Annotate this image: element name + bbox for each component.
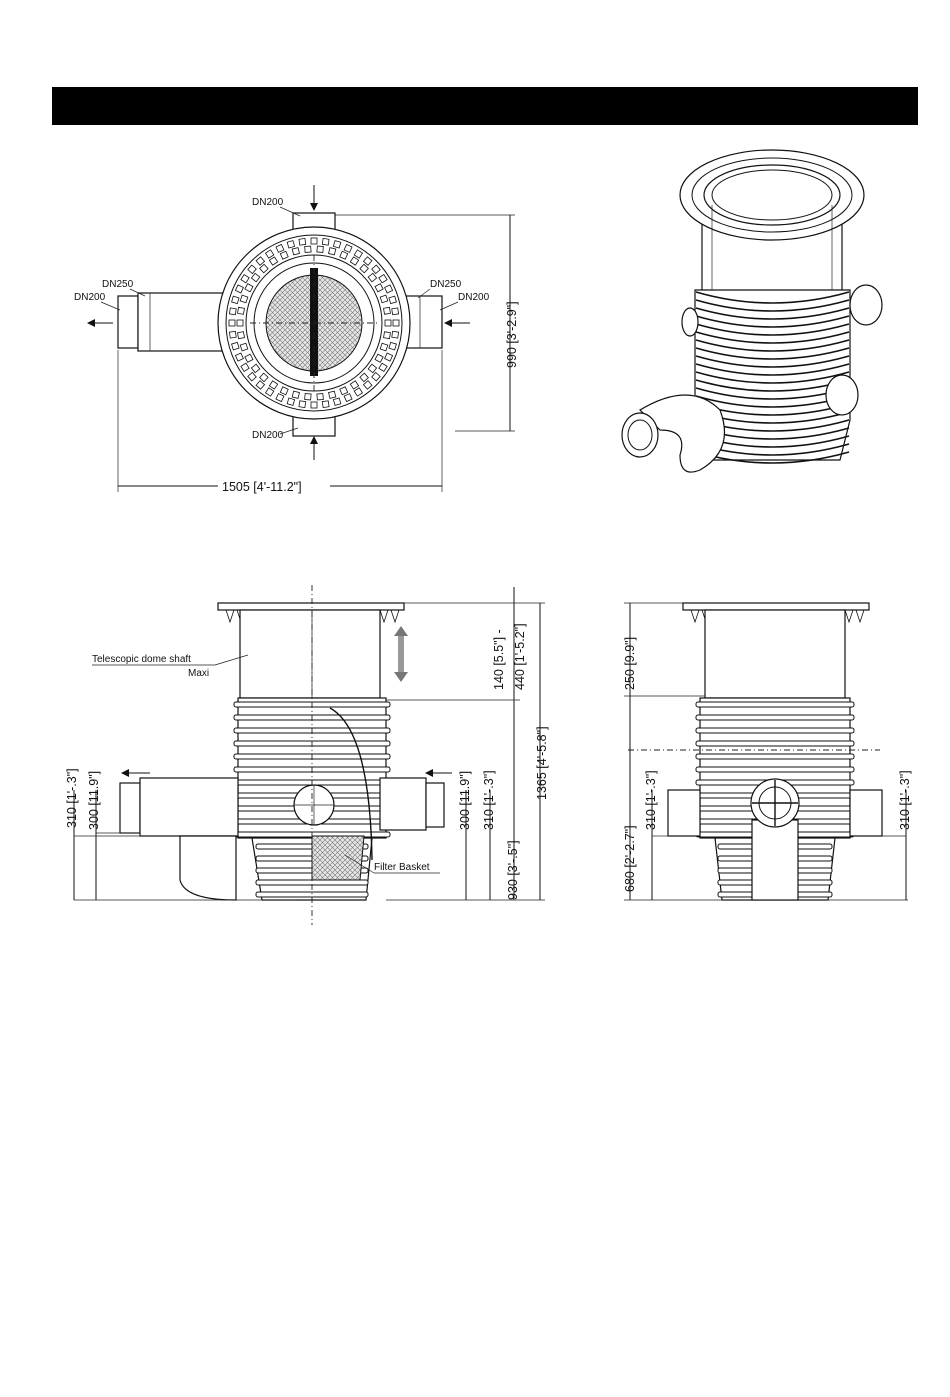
grate-slot (292, 248, 299, 255)
label-dn200-bottom: DN200 (252, 430, 284, 441)
grate-tooth (856, 610, 864, 622)
body-rib (696, 741, 854, 746)
side-section-view: Telescopic dome shaft Maxi Filter Basket… (65, 585, 549, 925)
front-shaft (705, 610, 845, 698)
dim-front-250: 250 [9.9"] (623, 637, 637, 690)
grate-tooth (691, 610, 699, 622)
grate-slot (229, 308, 236, 315)
side-outlet-elbow (180, 836, 236, 900)
dim-1505: 1505 [4'-11.2"] (222, 480, 302, 494)
grate-slot (385, 320, 391, 326)
dim-total: 1365 [4'-5.8"] (535, 726, 549, 800)
filter-basket (312, 836, 364, 880)
side-grate (218, 603, 404, 610)
dim-shaft-range-a: 140 [5.5"] - (492, 629, 506, 690)
front-pipe-right (850, 790, 882, 836)
grate-slot (329, 248, 336, 255)
dim-990: 990 [3'-2.9"] (505, 301, 519, 368)
body-rib (696, 767, 854, 772)
grate-slot (333, 398, 340, 405)
iso-spigot-right-bottom (826, 375, 858, 415)
front-elbow (752, 820, 798, 900)
grate-slot (299, 401, 306, 408)
grate-slot (389, 296, 396, 303)
dim-right-310: 310 [1'-.3"] (482, 770, 496, 830)
dim-shaft-range-b: 440 [1'-5.2"] (513, 623, 527, 690)
dim-front-right-310: 310 [1'-.3"] (898, 770, 912, 830)
body-rib (696, 728, 854, 733)
grate-slot (229, 331, 236, 338)
grate-slot (237, 320, 243, 326)
grate-tooth (845, 610, 853, 622)
label-dn200-top: DN200 (252, 197, 284, 208)
dim-left-300: 300 [11.9"] (87, 771, 101, 830)
grate-slot (317, 246, 323, 252)
body-rib (256, 892, 368, 897)
grate-tooth (391, 610, 399, 622)
pipe-left-dn200 (118, 296, 138, 348)
dim-front-left-310: 310 [1'-.3"] (644, 770, 658, 830)
grate-slot (380, 295, 388, 303)
label-dn200-left: DN200 (74, 292, 106, 303)
grate-slot (380, 343, 388, 351)
telescopic-shaft (240, 610, 380, 698)
grate-slot (232, 296, 239, 303)
grate-slot (333, 241, 340, 248)
grate-slot (240, 343, 248, 351)
label-telescopic-shaft: Telescopic dome shaft (92, 654, 191, 665)
grate-slot (305, 246, 311, 252)
grate-slot (238, 332, 245, 339)
grate-slot (232, 342, 239, 349)
label-maxi: Maxi (188, 668, 209, 679)
pipe-left-dn250 (138, 293, 223, 351)
grate-slot (229, 320, 235, 326)
grate-slot (287, 398, 294, 405)
front-grate (683, 603, 869, 610)
grate-slot (392, 331, 399, 338)
grate-slot (305, 394, 311, 400)
grate-tooth (380, 610, 388, 622)
grate-slot (238, 307, 245, 314)
grate-slot (393, 320, 399, 326)
side-outlet-pipe (140, 778, 238, 836)
label-dn200-right: DN200 (458, 292, 490, 303)
body-rib (696, 702, 854, 707)
front-view: 250 [9.9"] 680 [2'-2.7"] 310 [1'-.3"] 31… (623, 603, 912, 900)
grate-slot (389, 342, 396, 349)
grate-slot (384, 307, 391, 314)
telescope-arrow (398, 636, 404, 672)
grate-slot (311, 238, 317, 244)
grate-slot (322, 401, 329, 408)
body-rib (696, 715, 854, 720)
iso-spigot-right-top (850, 285, 882, 325)
dim-right-300: 300 [11.9"] (458, 771, 472, 830)
grate-tooth (226, 610, 234, 622)
grate-slot (329, 391, 336, 398)
label-dn250-left: DN250 (102, 279, 134, 290)
grate-slot (311, 402, 317, 408)
grate-slot (292, 391, 299, 398)
side-inlet-pipe (380, 778, 426, 830)
grate-slot (384, 332, 391, 339)
front-pipe-left (668, 790, 700, 836)
grate-slot (240, 295, 248, 303)
label-filter-basket: Filter Basket (374, 862, 430, 873)
grate-slot (287, 241, 294, 248)
label-dn250-right: DN250 (430, 279, 462, 290)
grate-slot (392, 308, 399, 315)
grate-slot (299, 238, 306, 245)
grate-slot (317, 394, 323, 400)
top-view: DN200 DN250 DN200 DN250 DN200 DN200 990 … (74, 185, 519, 494)
dim-right-930: 930 [3'-.5"] (506, 840, 520, 900)
dim-left-310: 310 [1'-.3"] (65, 768, 79, 828)
isometric-view (622, 150, 882, 472)
body-rib (696, 754, 854, 759)
grate-slot (322, 238, 329, 245)
dim-front-680: 680 [2'-2.7"] (623, 825, 637, 892)
